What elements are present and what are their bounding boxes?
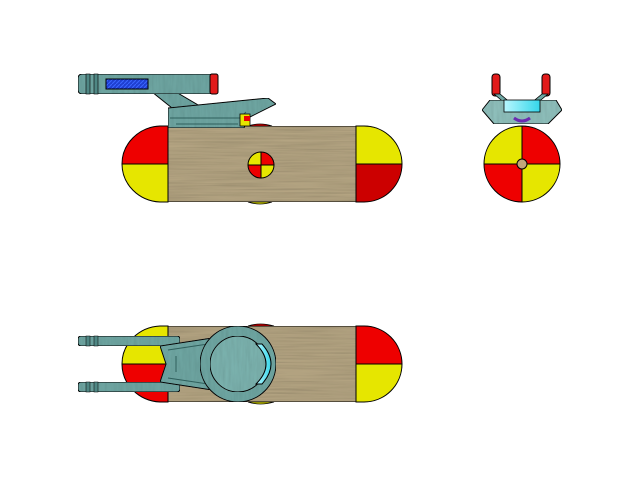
front-nacelle-left: [491, 73, 501, 97]
front-hull-disc: [483, 125, 561, 203]
side-right-cap-bottom: [355, 163, 403, 203]
side-nacelle-ring-2: [93, 73, 99, 95]
side-wing-tip-red: [244, 116, 250, 121]
side-nacelle-red-cap: [209, 73, 219, 95]
top-view: [77, 323, 403, 405]
top-nacelles: [77, 335, 181, 393]
front-deck-glass: [503, 99, 541, 113]
side-superstructure: [150, 91, 277, 129]
top-bridge-glass: [254, 343, 272, 385]
top-nacelle-upper: [77, 335, 181, 347]
front-deck-purple-mark: [513, 116, 531, 123]
front-nacelle-right: [541, 73, 551, 97]
side-left-cap-bottom: [121, 163, 169, 203]
side-bottom-band: [247, 201, 273, 205]
top-edge-band-bottom: [247, 401, 275, 405]
side-right-cap-top: [355, 125, 403, 165]
top-right-cap: [355, 325, 403, 403]
side-left-cap: [121, 125, 169, 203]
side-left-cap-top: [121, 125, 169, 165]
side-nacelle-ring-1: [85, 73, 91, 95]
side-nacelle-blue-panel: [105, 78, 149, 90]
side-view: [77, 73, 403, 205]
top-nacelle-lower: [77, 381, 181, 393]
top-pylon-lines: [167, 343, 209, 385]
top-edge-band-top: [247, 323, 275, 327]
side-porthole: [247, 151, 275, 179]
side-nacelle: [77, 73, 219, 95]
side-right-cap: [355, 125, 403, 203]
front-view: [481, 73, 563, 203]
side-top-band: [247, 123, 273, 127]
front-hub: [516, 158, 528, 170]
